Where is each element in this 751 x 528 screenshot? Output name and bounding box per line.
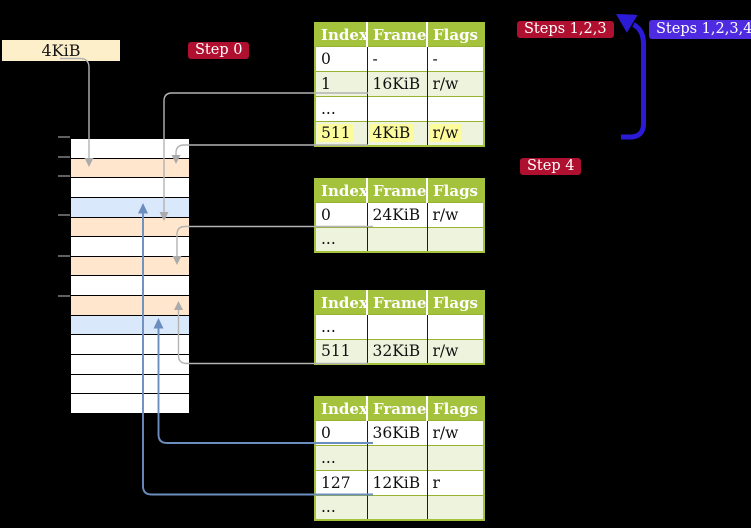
col-header: Flags bbox=[427, 23, 484, 46]
highlighted-cell: r/w bbox=[429, 124, 462, 143]
table-row: 0 24KiB r/w bbox=[315, 201, 484, 227]
memory-row bbox=[70, 237, 190, 257]
table-row: ... bbox=[315, 313, 484, 339]
memory-row bbox=[70, 158, 190, 179]
col-header: Flags bbox=[427, 397, 484, 420]
address-ticks bbox=[58, 136, 70, 297]
highlighted-cell: 511 bbox=[318, 124, 354, 143]
memory-row bbox=[70, 394, 190, 414]
table-header-row: Index Frame Flags bbox=[315, 397, 484, 420]
table-row: 127 12KiB r bbox=[315, 469, 484, 495]
badge-step-0: Step 0 bbox=[188, 42, 250, 59]
memory-row bbox=[70, 178, 190, 198]
page-table-3: Index Frame Flags ... 511 32KiB r/w bbox=[314, 290, 485, 365]
badge-step-4: Step 4 bbox=[520, 158, 582, 175]
memory-row bbox=[70, 335, 190, 356]
memory-row bbox=[70, 355, 190, 375]
page-table-1: Index Frame Flags 0 - - 1 16KiB r/w ... … bbox=[314, 22, 485, 147]
memory-column bbox=[70, 138, 190, 414]
page-size-label: 4KiB bbox=[2, 40, 120, 61]
badge-steps-1-2-3: Steps 1,2,3 bbox=[517, 21, 614, 38]
col-header: Index bbox=[315, 23, 368, 46]
col-header: Frame bbox=[367, 291, 428, 314]
table-header-row: Index Frame Flags bbox=[315, 291, 484, 314]
col-header: Flags bbox=[427, 179, 484, 202]
arrowhead-up-left-icon bbox=[616, 14, 638, 33]
memory-row bbox=[70, 138, 190, 159]
highlighted-cell: 4KiB bbox=[369, 124, 414, 143]
page-table-4: Index Frame Flags 0 36KiB r/w ... 127 12… bbox=[314, 396, 485, 521]
steps-loop-arrow bbox=[616, 14, 646, 140]
col-header: Index bbox=[315, 291, 368, 314]
table-row: 1 16KiB r/w bbox=[315, 70, 484, 96]
table-row-highlighted: 511 4KiB r/w bbox=[315, 120, 484, 146]
memory-row bbox=[70, 197, 190, 218]
memory-row bbox=[70, 296, 190, 316]
table-header-row: Index Frame Flags bbox=[315, 23, 484, 46]
col-header: Index bbox=[315, 397, 368, 420]
table-row: 511 32KiB r/w bbox=[315, 338, 484, 364]
memory-row bbox=[70, 315, 190, 336]
memory-row bbox=[70, 276, 190, 297]
col-header: Frame bbox=[367, 23, 428, 46]
col-header: Frame bbox=[367, 397, 428, 420]
loop-arrow-shaft bbox=[621, 22, 646, 140]
table-row: 0 36KiB r/w bbox=[315, 419, 484, 445]
col-header: Flags bbox=[427, 291, 484, 314]
page-table-2: Index Frame Flags 0 24KiB r/w ... bbox=[314, 178, 485, 253]
table-row: ... bbox=[315, 226, 484, 252]
col-header: Index bbox=[315, 179, 368, 202]
badge-steps-1-2-3-4: Steps 1,2,3,4 bbox=[649, 20, 751, 39]
col-header: Frame bbox=[367, 179, 428, 202]
table-row: ... bbox=[315, 494, 484, 520]
table-header-row: Index Frame Flags bbox=[315, 179, 484, 202]
memory-row bbox=[70, 256, 190, 277]
memory-row bbox=[70, 217, 190, 238]
table-row: ... bbox=[315, 444, 484, 470]
table-row: ... bbox=[315, 95, 484, 121]
memory-row bbox=[70, 374, 190, 395]
table-row: 0 - - bbox=[315, 45, 484, 71]
